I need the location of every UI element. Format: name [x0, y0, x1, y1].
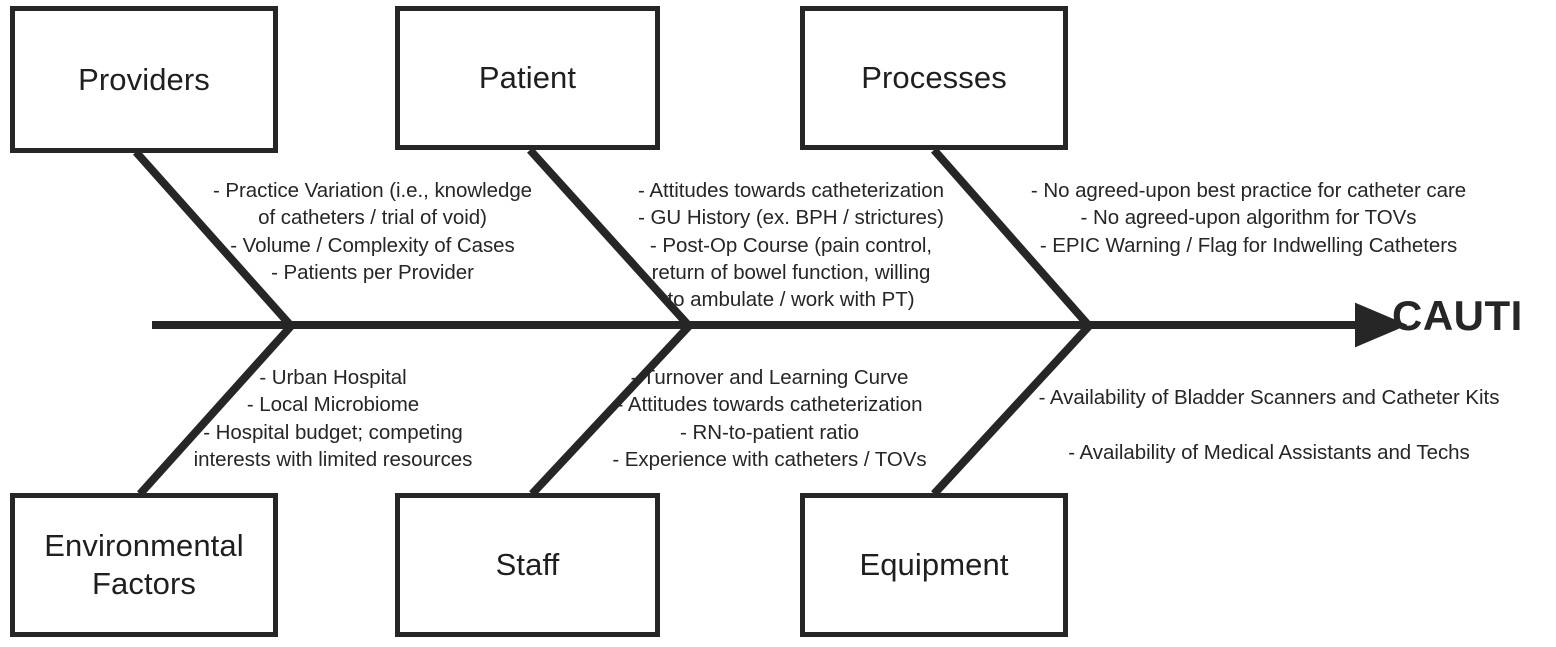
category-label-equipment: Equipment — [859, 547, 1009, 583]
rib-patient — [527, 147, 693, 330]
category-label-processes: Processes — [861, 60, 1007, 96]
causes-providers: - Practice Variation (i.e., knowledge of… — [212, 179, 533, 284]
causes-equipment: - Availability of Bladder Scanners and C… — [1038, 386, 1500, 464]
category-box-environmental-factors[interactable]: Environmental Factors — [10, 493, 278, 637]
category-label-patient: Patient — [478, 60, 577, 96]
rib-environmental-factors — [137, 322, 295, 497]
causes-staff: - Turnover and Learning Curve - Attitude… — [612, 366, 927, 471]
rib-equipment — [931, 322, 1093, 497]
category-box-processes[interactable]: Processes — [800, 6, 1068, 150]
category-box-providers[interactable]: Providers — [10, 6, 278, 153]
category-box-staff[interactable]: Staff — [395, 493, 660, 637]
rib-staff — [529, 322, 693, 497]
category-label-environmental-factors: Environmental Factors — [44, 528, 244, 601]
category-box-equipment[interactable]: Equipment — [800, 493, 1068, 637]
causes-patient: - Attitudes towards catheterization - GU… — [638, 179, 944, 311]
effect-label: CAUTI — [1392, 292, 1523, 339]
causes-processes: - No agreed-upon best practice for cathe… — [1030, 179, 1467, 257]
rib-processes — [930, 147, 1094, 330]
rib-providers — [133, 149, 295, 330]
category-label-providers: Providers — [78, 61, 210, 97]
causes-environmental-factors: - Urban Hospital - Local Microbiome - Ho… — [193, 366, 473, 471]
category-box-patient[interactable]: Patient — [395, 6, 660, 150]
category-label-staff: Staff — [495, 547, 560, 583]
